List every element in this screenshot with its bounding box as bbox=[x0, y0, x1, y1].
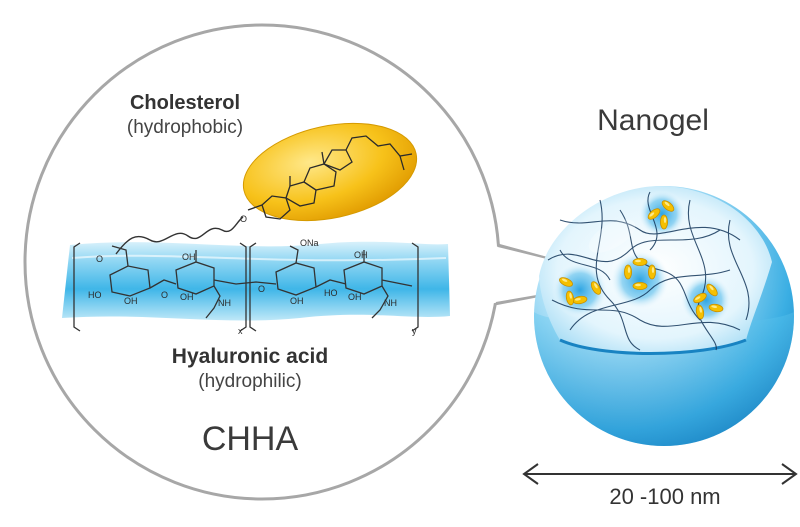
label-o: O bbox=[96, 254, 103, 264]
label-nh: NH bbox=[218, 298, 231, 308]
label-ona: ONa bbox=[300, 238, 319, 248]
size-range-label: 20 -100 nm bbox=[609, 484, 721, 509]
hydrophilic-label: (hydrophilic) bbox=[198, 371, 302, 392]
label-oh: OH bbox=[290, 296, 304, 306]
label-o-link: O bbox=[161, 290, 168, 300]
nanogel-label: Nanogel bbox=[597, 104, 709, 137]
label-o-cholesterol: O bbox=[240, 214, 247, 224]
cholesterol-label: Cholesterol bbox=[129, 92, 241, 114]
label-oh: OH bbox=[124, 296, 138, 306]
label-ho: HO bbox=[324, 288, 338, 298]
label-subscript-y: y bbox=[412, 326, 417, 336]
hydrophobic-label: (hydrophobic) bbox=[126, 117, 244, 138]
hyaluronic-acid-label: Hyaluronic acid bbox=[171, 345, 329, 368]
hyaluronic-band-icon bbox=[62, 241, 450, 321]
label-subscript-x: x bbox=[238, 326, 243, 336]
chha-label: CHHA bbox=[201, 420, 299, 458]
cholesterol-structure bbox=[247, 135, 413, 220]
label-ho: HO bbox=[88, 290, 102, 300]
double-arrow-icon bbox=[522, 463, 798, 485]
nanogel-sphere-icon bbox=[534, 186, 794, 446]
cholesterol-linker bbox=[115, 216, 244, 255]
label-oh: OH bbox=[182, 252, 196, 262]
label-nh: NH bbox=[384, 298, 397, 308]
label-o: O bbox=[258, 284, 265, 294]
hyaluronic-structure bbox=[73, 242, 419, 332]
label-oh: OH bbox=[348, 292, 362, 302]
label-oh: OH bbox=[354, 250, 368, 260]
label-oh: OH bbox=[180, 292, 194, 302]
